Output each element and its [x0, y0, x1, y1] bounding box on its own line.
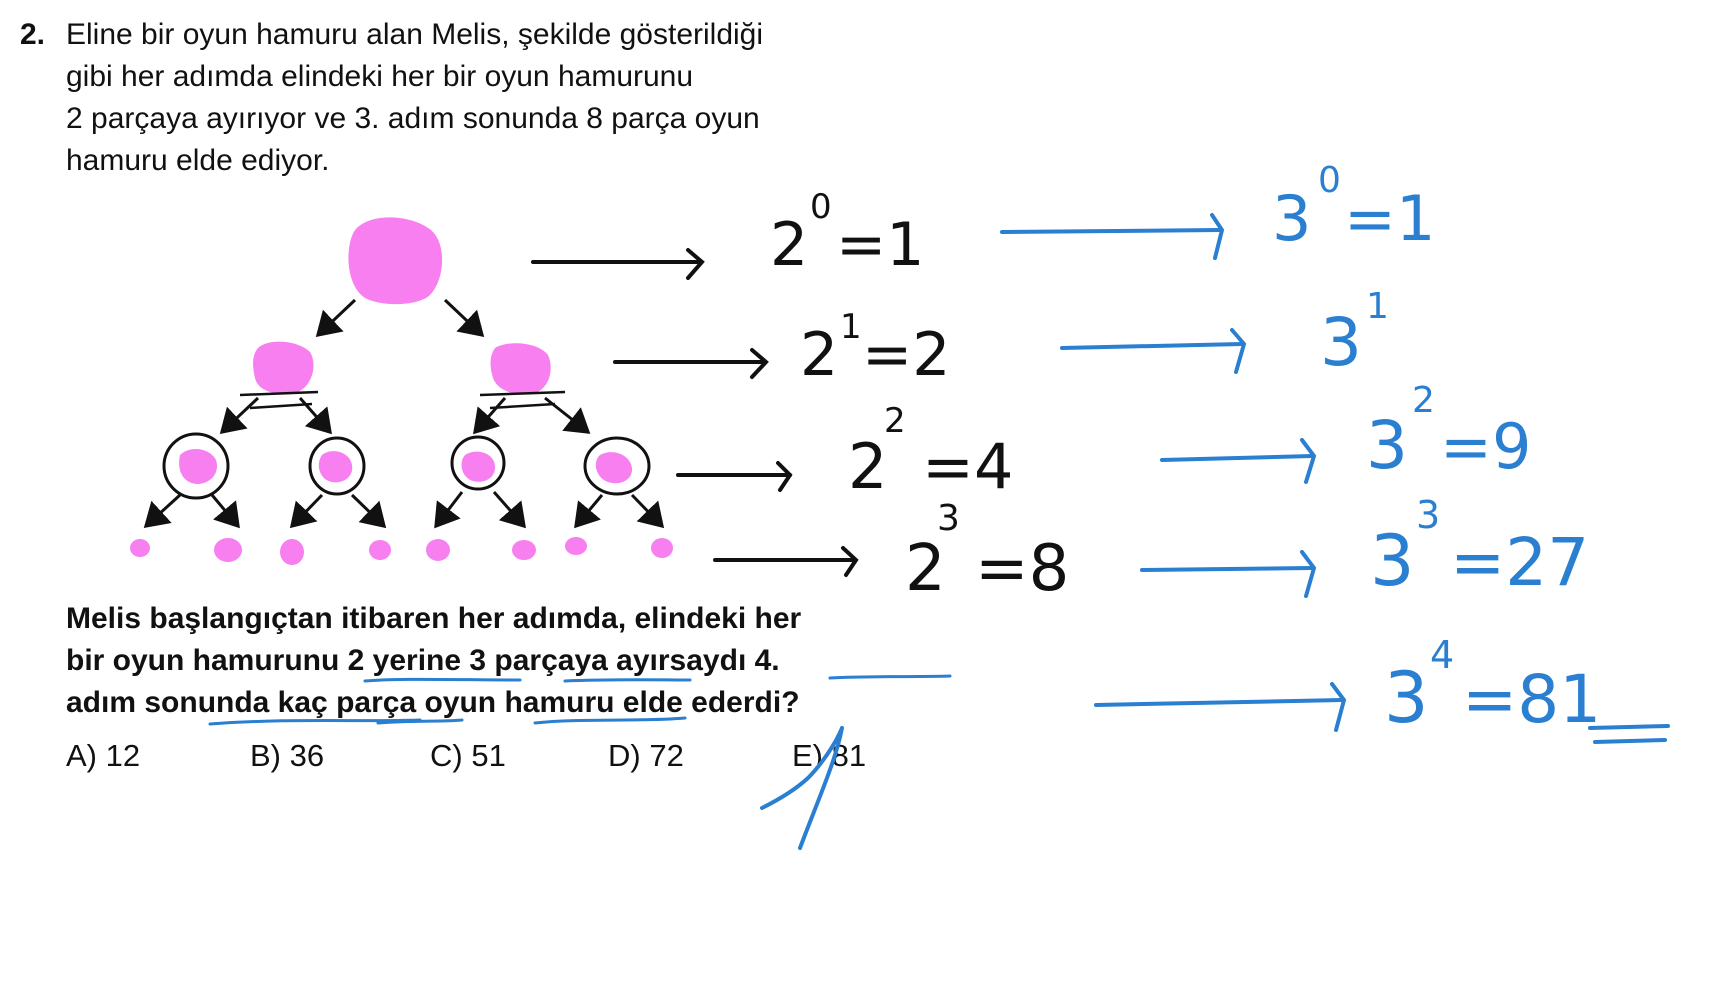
- option-b[interactable]: B) 36: [250, 738, 324, 774]
- black-row-4: 23 =8: [905, 498, 1069, 606]
- option-d[interactable]: D) 72: [608, 738, 684, 774]
- black-row-3-base: 2: [848, 430, 887, 503]
- dough-level-3-4: [369, 540, 391, 560]
- black-row-4-base: 2: [905, 532, 946, 606]
- blue-row-3-base: 3: [1366, 407, 1408, 484]
- option-a-letter: A): [66, 738, 97, 773]
- question-prompt-line-2: bir oyun hamurunu 2 yerine 3 parçaya ayı…: [66, 644, 780, 677]
- dough-level-2-d: [595, 452, 633, 484]
- black-row-4-result: =8: [975, 532, 1069, 606]
- blue-row-5: 34=81: [1384, 633, 1601, 739]
- blue-row-3-exp: 2: [1412, 380, 1435, 421]
- dough-level-3-3: [280, 539, 304, 565]
- blue-row-1-base: 3: [1272, 182, 1311, 255]
- option-b-value: 36: [289, 738, 325, 773]
- dough-level-0: [348, 217, 443, 305]
- dough-tree-diagram: [130, 217, 673, 565]
- option-a[interactable]: A) 12: [66, 738, 140, 774]
- question-stem-line-3: 2 parçaya ayırıyor ve 3. adım sonunda 8 …: [66, 102, 760, 135]
- option-d-value: 72: [649, 738, 684, 773]
- blue-row-1-result: =1: [1344, 182, 1435, 255]
- option-d-letter: D): [608, 738, 641, 773]
- black-row-1: 20=1: [770, 187, 924, 280]
- question-stem-line-2: gibi her adımda elindeki her bir oyun ha…: [66, 60, 694, 93]
- black-row-4-exp: 3: [937, 498, 960, 539]
- option-c-letter: C): [430, 738, 463, 773]
- blue-handwritten-arrows: [1000, 213, 1347, 732]
- black-row-3-exp: 2: [884, 401, 906, 441]
- black-row-1-result: =1: [836, 210, 924, 280]
- dough-level-2-c: [461, 451, 496, 482]
- question-number: 2.: [20, 18, 46, 51]
- dough-level-1-right: [490, 343, 551, 395]
- blue-row-2-exp: 1: [1366, 286, 1389, 327]
- blue-row-4-exp: 3: [1416, 493, 1440, 537]
- blue-row-1-exp: 0: [1318, 160, 1341, 201]
- answer-check-mark: [760, 726, 844, 850]
- question-stem-line-4: hamuru elde ediyor.: [66, 144, 330, 177]
- dough-level-2-b: [318, 451, 353, 483]
- black-row-2-base: 2: [800, 320, 838, 390]
- dough-level-3-5: [426, 539, 450, 561]
- blue-row-4-base: 3: [1370, 520, 1415, 602]
- question-prompt-line-1: Melis başlangıçtan itibaren her adımda, …: [66, 602, 802, 635]
- option-e[interactable]: E) 81: [792, 738, 866, 774]
- option-b-letter: B): [250, 738, 281, 773]
- question-prompt-line-3: adım sonunda kaç parça oyun hamuru elde …: [66, 686, 800, 719]
- blue-row-5-exp: 4: [1430, 633, 1454, 677]
- blue-row-4-result: =27: [1450, 524, 1589, 601]
- black-row-1-exp: 0: [810, 187, 832, 227]
- dough-level-3-1: [130, 539, 150, 557]
- dough-level-1-left: [253, 341, 314, 394]
- black-row-3: 22 =4: [848, 401, 1013, 503]
- black-row-2: 21=2: [800, 307, 950, 390]
- blue-row-5-result: =81: [1462, 661, 1601, 738]
- dough-level-3-6: [512, 540, 536, 560]
- option-c[interactable]: C) 51: [430, 738, 506, 774]
- dough-level-3-8: [651, 538, 673, 558]
- blue-row-5-base: 3: [1384, 657, 1429, 739]
- black-handwritten-arrows: [531, 248, 859, 577]
- blue-row-4: 33=27: [1370, 493, 1589, 602]
- blue-row-3-result: =9: [1440, 410, 1531, 483]
- black-row-1-base: 2: [770, 210, 808, 280]
- blue-row-1: 30=1: [1272, 160, 1435, 255]
- dough-level-3-2: [214, 538, 242, 562]
- black-row-2-result: =2: [862, 320, 950, 390]
- black-row-3-result: =4: [922, 430, 1013, 503]
- option-c-value: 51: [471, 738, 506, 773]
- blue-row-2-base: 3: [1320, 304, 1362, 381]
- blue-row-3: 32=9: [1366, 380, 1531, 484]
- blue-underlines: [208, 674, 952, 726]
- question-stem-line-1: Eline bir oyun hamuru alan Melis, şekild…: [66, 18, 764, 51]
- option-a-value: 12: [105, 738, 141, 773]
- dough-level-3-7: [565, 537, 587, 555]
- black-powers-of-two: 20=1 21=2 22=4 23=8: [770, 187, 1069, 606]
- black-row-2-exp: 1: [840, 307, 862, 347]
- dough-level-2-a: [179, 448, 218, 484]
